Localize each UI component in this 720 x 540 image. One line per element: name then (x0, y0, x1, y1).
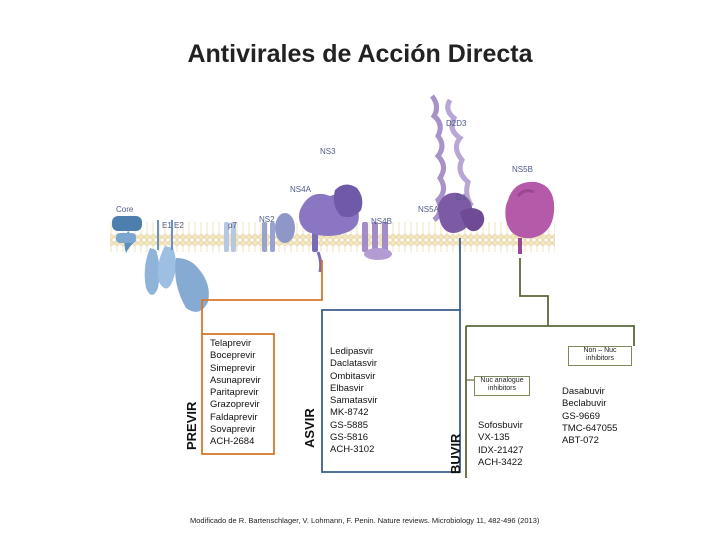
label-d1: D1 (456, 193, 467, 202)
previr-label: PREVIR (184, 401, 199, 450)
drug-item: Elbasvir (330, 382, 364, 394)
buvir-connector (519, 258, 549, 326)
drug-item: Boceprevir (210, 350, 256, 362)
slide-title: Antivirales de Acción Directa (187, 40, 533, 68)
label-ns2: NS2 (259, 215, 275, 224)
drug-item: Samatasvir (330, 395, 378, 407)
drug-item: Grazoprevir (210, 399, 260, 411)
drug-item: TMC-647055 (562, 422, 618, 434)
previr-drug-list: Telaprevir Boceprevir Simeprevir Asunapr… (210, 338, 261, 449)
ns5a-protein (429, 94, 485, 233)
drug-item: Ledipasvir (330, 346, 374, 357)
drug-item: ACH-3102 (330, 444, 375, 456)
drug-item: Simeprevir (210, 362, 256, 374)
drug-item: VX-135 (478, 432, 510, 444)
drug-item: GS-9669 (562, 410, 601, 422)
buvir-branch (466, 325, 635, 346)
drug-item: Sofosbuvir (478, 420, 523, 431)
drug-item: Dasabuvir (562, 386, 605, 397)
asvir-connector (321, 238, 461, 345)
drug-item: Daclatasvir (330, 358, 377, 370)
drug-item: Telaprevir (210, 338, 252, 349)
nuc-drug-list: Sofosbuvir VX-135 IDX-21427 ACH-3422 (478, 420, 523, 469)
p7-protein (224, 222, 236, 252)
previr-box (201, 333, 275, 455)
label-ns3: NS3 (320, 147, 336, 156)
drug-item: Faldaprevir (210, 411, 258, 423)
drug-item: Asunaprevir (210, 374, 261, 386)
drug-item: ACH-2684 (210, 436, 255, 448)
non-nuc-box: Non – Nuc inhibitors (568, 346, 632, 366)
label-ns5a: NS5A (418, 205, 440, 214)
asvir-box-line (321, 310, 461, 473)
drug-item: Paritaprevir (210, 387, 259, 399)
drug-item: MK-8742 (330, 407, 369, 419)
previr-connector (201, 260, 323, 334)
drug-item: GS-5816 (330, 432, 369, 444)
drug-item: Beclabuvir (562, 398, 607, 410)
nonnuc-drug-list: Dasabuvir Beclabuvir GS-9669 TMC-647055 … (562, 386, 617, 447)
source-caption: Modificado de R. Bartenschlager, V. Lohm… (190, 516, 540, 525)
drug-item: GS-5885 (330, 419, 369, 431)
label-ns4a: NS4A (290, 185, 312, 194)
drug-item: ABT-072 (562, 435, 599, 447)
asvir-drug-list: Ledipasvir Daclatasvir Ombitasvir Elbasv… (330, 346, 378, 457)
ns5b-protein (505, 181, 555, 254)
drug-item: ACH-3422 (478, 456, 523, 468)
ns2-protein (262, 213, 295, 252)
asvir-label: ASVIR (302, 408, 317, 448)
label-ns5b: NS5B (512, 165, 533, 174)
core-protein (112, 216, 142, 253)
drug-item: Ombitasvir (330, 370, 376, 382)
label-core: Core (116, 205, 134, 214)
label-d2d3: D2D3 (446, 119, 467, 128)
drug-item: IDX-21427 (478, 444, 524, 456)
label-e1e2: E1 E2 (162, 221, 184, 230)
drug-item: Sovaprevir (210, 424, 256, 436)
label-p7: p7 (228, 221, 237, 230)
ns4b-protein (362, 222, 392, 260)
ns3-ns4a-complex (299, 184, 363, 273)
label-ns4b: NS4B (371, 217, 392, 226)
buvir-label: BUVIR (448, 433, 463, 474)
e1-e2-proteins (144, 220, 209, 312)
nuc-analogue-box: Nuc analogue inhibitors (474, 376, 530, 396)
